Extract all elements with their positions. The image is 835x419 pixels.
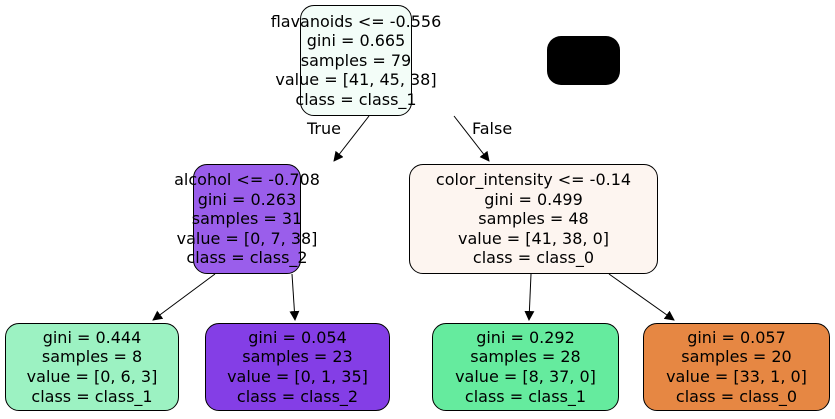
node-value: value = [0, 1, 35] <box>227 367 368 386</box>
node-samples: samples = 28 <box>470 347 581 367</box>
node-class: class = class_0 <box>675 386 798 406</box>
node-class: class = class_0 <box>472 248 595 268</box>
tree-node-root: flavanoids <= -0.556 gini = 0.665 sample… <box>271 5 441 116</box>
tree-leaf-1: gini = 0.444 samples = 8 value = [0, 6, … <box>5 323 179 411</box>
node-value: value = [0, 6, 3] <box>26 367 158 386</box>
edge-alcohol-to-leaf2 <box>289 273 300 321</box>
node-samples: samples = 23 <box>242 347 353 367</box>
edge-color-to-leaf3 <box>524 273 535 321</box>
tree-node-alcohol: alcohol <= -0.708 gini = 0.263 samples =… <box>174 164 320 274</box>
node-class: class = class_2 <box>236 386 359 406</box>
node-gini: gini = 0.057 <box>687 327 786 347</box>
node-samples: samples = 79 <box>300 50 412 70</box>
node-split-rule: flavanoids <= -0.556 <box>270 11 442 31</box>
node-class: class = class_1 <box>31 386 153 406</box>
tree-leaf-4: gini = 0.057 samples = 20 value = [33, 1… <box>643 323 830 411</box>
node-value: value = [8, 37, 0] <box>455 367 596 386</box>
edge-label-false: False <box>472 119 513 138</box>
node-gini: gini = 0.499 <box>484 189 583 209</box>
node-gini: gini = 0.444 <box>42 327 142 347</box>
node-value: value = [41, 38, 0] <box>457 228 609 248</box>
node-split-rule: color_intensity <= -0.14 <box>435 170 632 190</box>
node-value: value = [0, 7, 38] <box>176 228 318 248</box>
node-gini: gini = 0.292 <box>476 327 575 347</box>
tree-leaf-3: gini = 0.292 samples = 28 value = [8, 37… <box>432 323 619 411</box>
edge-color-to-leaf4 <box>608 273 675 321</box>
node-gini: gini = 0.665 <box>306 31 406 51</box>
redacted-box <box>547 36 620 85</box>
edge-root-to-alcohol <box>333 115 370 162</box>
node-class: class = class_1 <box>464 386 587 406</box>
node-gini: gini = 0.054 <box>248 327 347 347</box>
node-class: class = class_2 <box>186 248 308 268</box>
node-split-rule: alcohol <= -0.708 <box>174 170 320 190</box>
node-samples: samples = 8 <box>41 347 143 367</box>
node-samples: samples = 20 <box>681 347 792 367</box>
edge-alcohol-to-leaf1 <box>152 273 216 321</box>
node-samples: samples = 48 <box>478 209 589 229</box>
edge-label-true: True <box>307 119 341 138</box>
node-class: class = class_1 <box>295 89 417 109</box>
node-samples: samples = 31 <box>191 209 303 229</box>
edge-root-to-color-intensity <box>453 115 490 162</box>
tree-leaf-2: gini = 0.054 samples = 23 value = [0, 1,… <box>205 323 390 411</box>
node-gini: gini = 0.263 <box>197 189 297 209</box>
node-value: value = [41, 45, 38] <box>275 70 437 90</box>
tree-node-color-intensity: color_intensity <= -0.14 gini = 0.499 sa… <box>409 164 658 274</box>
node-value: value = [33, 1, 0] <box>666 367 807 386</box>
